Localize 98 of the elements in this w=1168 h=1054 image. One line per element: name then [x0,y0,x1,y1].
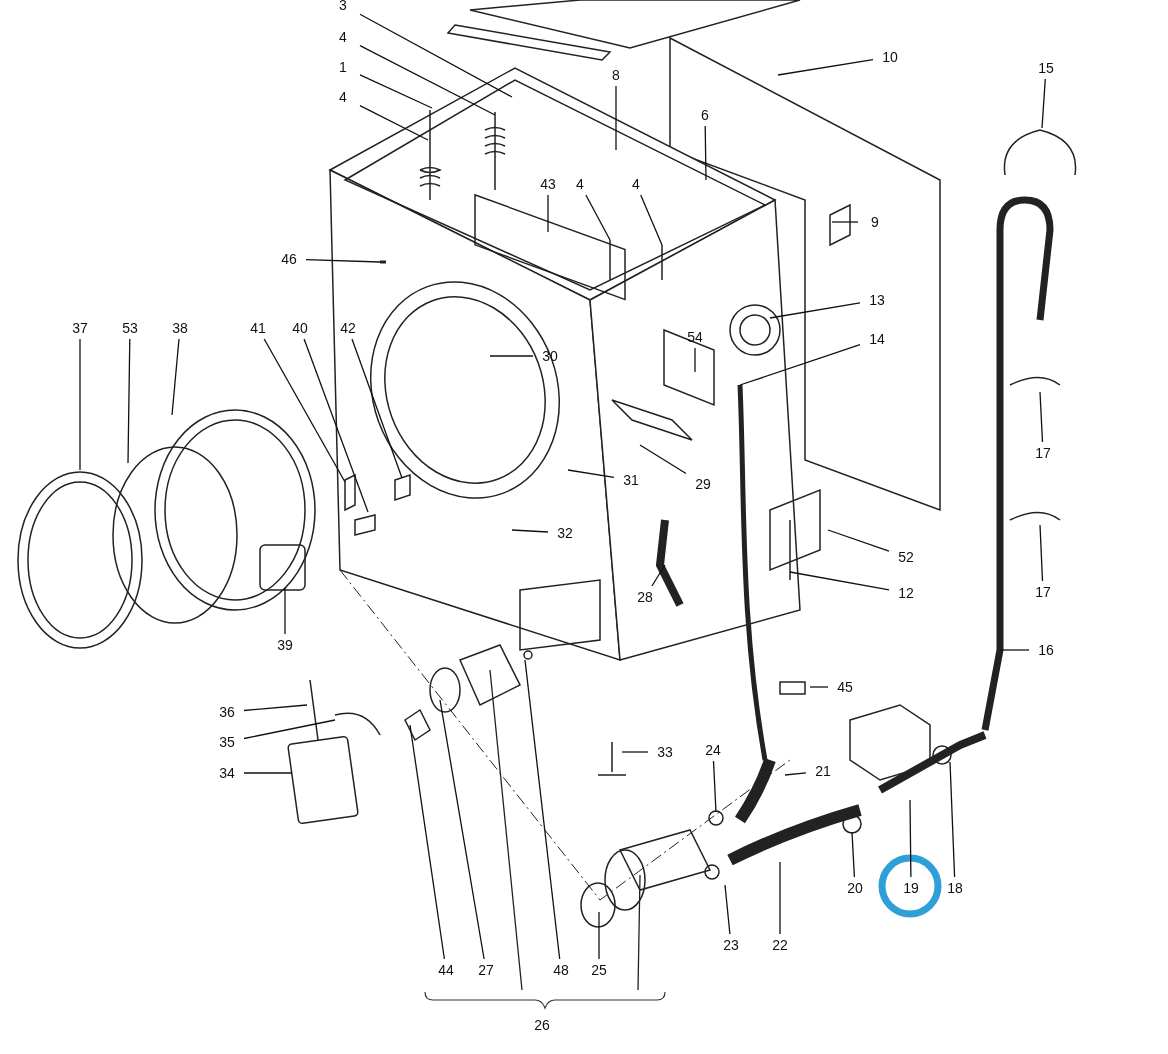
leader-line [439,699,485,960]
callout-number: 17 [1030,444,1056,462]
callout-number: 46 [276,250,302,268]
leader-line [1039,524,1044,582]
callout-number: 28 [632,588,658,606]
callout-number: 23 [718,936,744,954]
leader-line [547,194,549,233]
leader-line [909,799,912,878]
leader-line [409,724,446,960]
leader-line [303,338,369,513]
callout-number: 9 [862,213,888,231]
leader-line [851,831,856,878]
callout-number: 3 [330,0,356,14]
leader-line [1039,391,1044,443]
leader-line [284,587,286,635]
callout-number: 4 [330,88,356,106]
callout-number: 52 [893,548,919,566]
callout-number: 8 [603,66,629,84]
callout-number: 4 [330,28,356,46]
callout-number: 4 [567,175,593,193]
callout-number: 19 [898,879,924,897]
leader-line [789,571,890,591]
callout-number: 42 [335,319,361,337]
leader-line [639,444,687,475]
callout-number: 14 [864,330,890,348]
callout-number: 45 [832,678,858,696]
callout-number: 16 [1033,641,1059,659]
leader-line [712,760,717,813]
leader-line [351,338,403,479]
leader-line [784,772,807,776]
callout-number: 41 [245,319,271,337]
leader-line [359,104,429,141]
callout-number: 38 [167,319,193,337]
callout-number: 34 [214,764,240,782]
leader-line [651,564,666,587]
callout-number: 36 [214,703,240,721]
callout-number: 6 [692,106,718,124]
leader-line [489,355,534,357]
leader-line [615,85,617,151]
leader-line [831,221,859,223]
callout-number: 44 [433,961,459,979]
callout-number: 53 [117,319,143,337]
leader-line [724,884,731,935]
leader-line [243,704,308,712]
leader-line [243,719,336,740]
callout-number: 18 [942,879,968,897]
callout-number: 35 [214,733,240,751]
callout-number: 27 [473,961,499,979]
leader-line [1041,78,1046,129]
leader-line [171,338,180,416]
callout-number: 32 [552,524,578,542]
callout-number: 25 [586,961,612,979]
leader-line [739,344,861,386]
callout-number: 43 [535,175,561,193]
callout-number: 17 [1030,583,1056,601]
callout-number: 54 [682,328,708,346]
leader-line [999,649,1030,651]
leader-line [359,45,496,116]
callout-number: 20 [842,879,868,897]
callout-number: 4 [623,175,649,193]
callout-number: 24 [700,741,726,759]
leader-line [305,258,381,263]
callout-number: 29 [690,475,716,493]
leader-line [809,686,829,688]
leader-line [598,911,600,960]
callout-number: 21 [810,762,836,780]
leader-line [694,347,696,373]
leader-line [777,59,874,76]
callout-number: 48 [548,961,574,979]
leader-line [359,13,513,98]
callout-number: 22 [767,936,793,954]
callout-number: 10 [877,48,903,66]
leader-line [585,194,611,241]
leader-line [511,529,549,533]
group-number: 26 [533,1016,551,1034]
leader-line [263,338,346,483]
leader-line [779,861,781,935]
leader-line [359,74,433,109]
callout-number: 13 [864,291,890,309]
leader-line [127,338,131,464]
leader-line [769,302,861,319]
callout-number: 31 [618,471,644,489]
leader-line [827,529,890,552]
callout-number: 37 [67,319,93,337]
leader-line [243,772,293,774]
callout-number: 33 [652,743,678,761]
leader-line [704,125,707,181]
leader-line [949,761,956,878]
leader-line [79,338,81,471]
callout-number: 40 [287,319,313,337]
leader-line [524,659,561,960]
leader-line [621,751,649,753]
callout-number: 1 [330,58,356,76]
callout-number: 15 [1033,59,1059,77]
leader-line [640,194,663,246]
callout-number: 12 [893,584,919,602]
leader-line [567,469,615,478]
callout-number: 39 [272,636,298,654]
